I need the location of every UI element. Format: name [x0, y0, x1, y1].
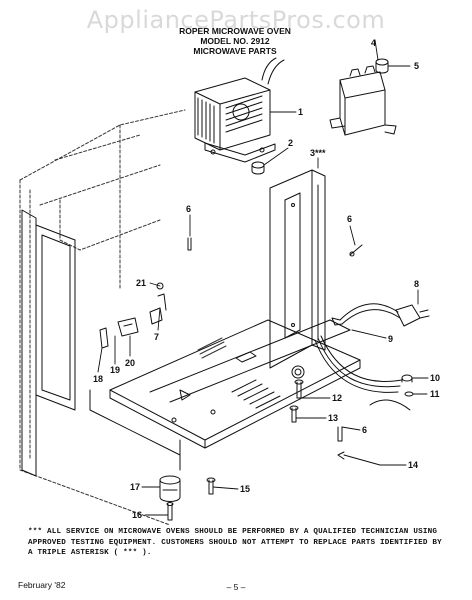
- mounting-bracket-panel: [269, 169, 326, 369]
- callout-20: 20: [125, 358, 135, 368]
- callout-6-upper: 6: [186, 204, 191, 214]
- callout-9: 9: [388, 334, 393, 344]
- header-line-brand: ROPER MICROWAVE OVEN: [179, 26, 291, 36]
- callout-leaders: [97, 39, 429, 516]
- publication-date: February '82: [18, 580, 66, 590]
- wire-harness: [314, 335, 411, 411]
- callout-8: 8: [414, 279, 419, 289]
- watermark-text: AppliancePartsPros.com: [86, 6, 386, 34]
- mounting-nut: [251, 161, 265, 175]
- screw-6-right: [349, 244, 363, 257]
- oven-cabinet-outline: [19, 109, 186, 526]
- screw-6-upper: [187, 237, 192, 251]
- nut-10: [401, 374, 413, 383]
- callout-1: 1: [298, 107, 303, 117]
- capacitor: [329, 65, 397, 136]
- oven-door-frame: [21, 209, 76, 477]
- callout-16: 16: [132, 510, 142, 520]
- callout-15: 15: [240, 484, 250, 494]
- transformer: [194, 57, 285, 163]
- callout-6-right: 6: [347, 214, 352, 224]
- callout-21: 21: [136, 278, 146, 288]
- callout-14: 14: [408, 460, 418, 470]
- callout-6-lower: 6: [362, 425, 367, 435]
- washer-11: [404, 391, 414, 397]
- diagram-header: ROPER MICROWAVE OVEN MODEL NO. 2912 MICR…: [150, 26, 320, 56]
- callout-10: 10: [430, 373, 440, 383]
- callout-12: 12: [332, 393, 342, 403]
- leg-screw: [166, 502, 174, 521]
- page-number: – 5 –: [226, 582, 246, 592]
- header-line-model: MODEL NO. 2912: [200, 36, 270, 46]
- callout-2: 2: [288, 138, 293, 148]
- interlock-switch: [117, 317, 139, 337]
- ground-wire: [337, 451, 381, 466]
- screw-13: [289, 405, 299, 423]
- screw-6-lower: [337, 426, 343, 442]
- power-cord: [331, 303, 430, 327]
- screw-12: [294, 379, 304, 399]
- vent-grid: [197, 337, 227, 359]
- switch-bracket: [149, 282, 167, 325]
- screw-15: [206, 477, 216, 495]
- callout-19: 19: [110, 365, 120, 375]
- service-warning-note: *** ALL SERVICE ON MICROWAVE OVENS SHOUL…: [28, 528, 442, 557]
- callout-11: 11: [430, 389, 440, 399]
- callout-5: 5: [414, 61, 419, 71]
- callout-4: 4: [371, 38, 376, 48]
- callout-7: 7: [154, 332, 159, 342]
- callout-3: 3***: [310, 148, 326, 158]
- switch-lever: [99, 327, 109, 349]
- leg-foot: [159, 475, 181, 502]
- capacitor-cap: [375, 58, 389, 74]
- callout-13: 13: [328, 413, 338, 423]
- callout-18: 18: [93, 374, 103, 384]
- callout-17: 17: [130, 482, 140, 492]
- base-plate: [89, 319, 361, 471]
- header-line-section: MICROWAVE PARTS: [193, 46, 277, 56]
